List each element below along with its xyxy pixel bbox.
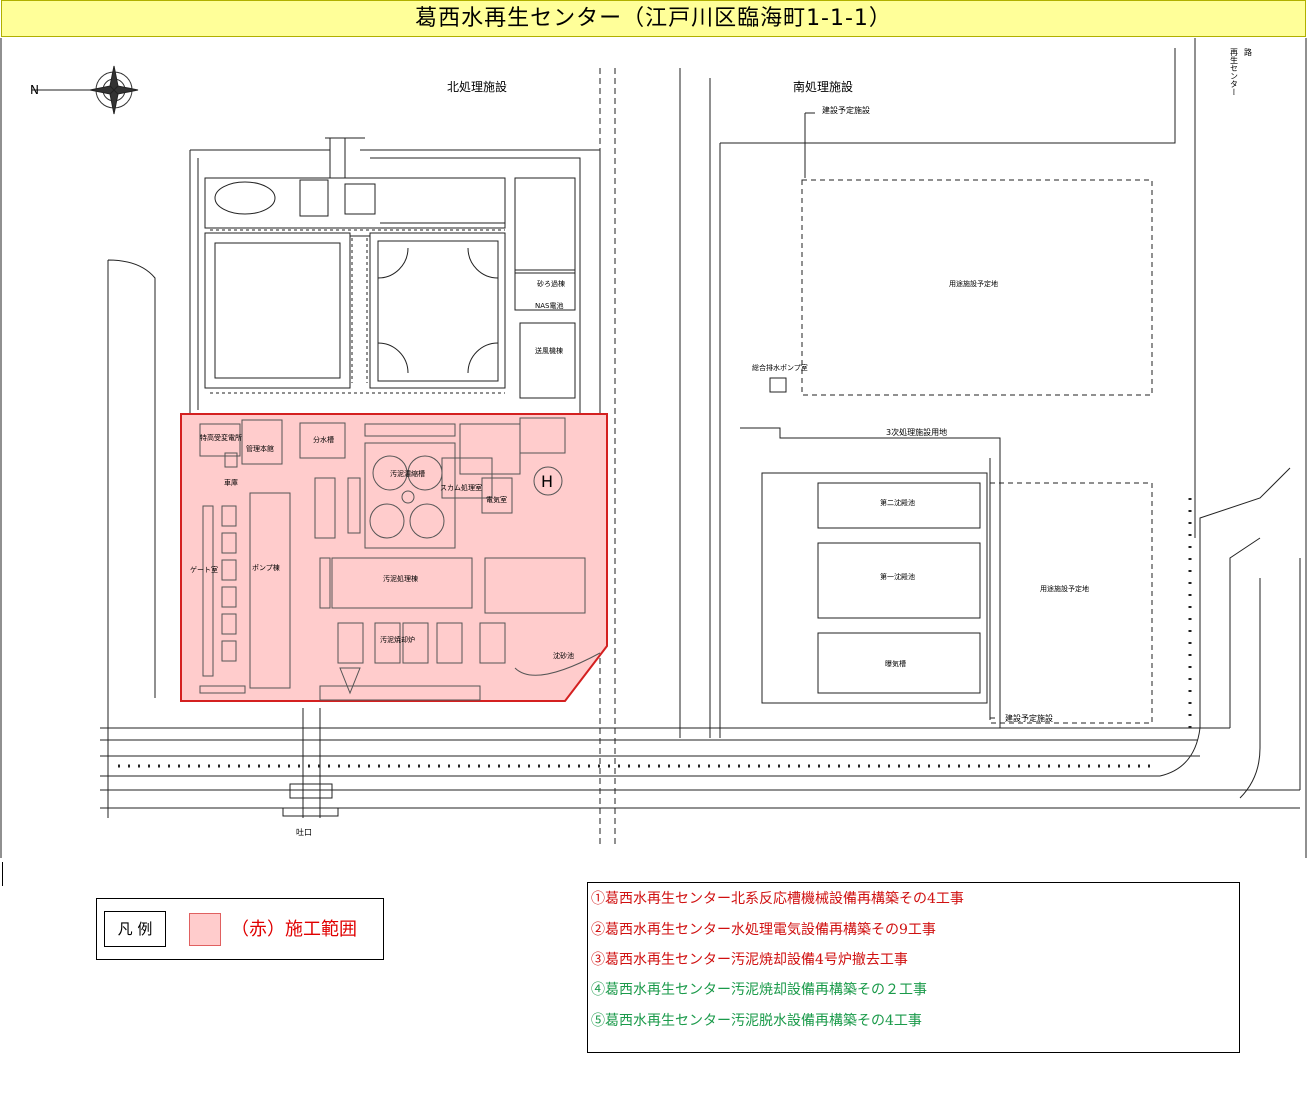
- label-scum: スカム処理室: [440, 483, 482, 492]
- label-first-settling: 第一沈殿池: [880, 572, 915, 581]
- label-tertiary-site: 3次処理施設用地: [886, 427, 947, 437]
- label-blower: 送風機棟: [535, 346, 563, 355]
- label-garage: 車庫: [224, 478, 238, 487]
- compass-rose-icon: [32, 65, 139, 115]
- label-admin: 管理本館: [246, 444, 274, 453]
- label-planned-area-top: 用途施設予定地: [949, 279, 998, 288]
- compass-label: N: [30, 83, 39, 97]
- label-aeration: 曝気槽: [885, 659, 906, 668]
- legend-swatch: [189, 913, 221, 946]
- heliport-icon: H: [541, 472, 553, 491]
- work-item-4: ④葛西水再生センター汚泥焼却設備再構築その２工事: [591, 982, 927, 998]
- work-item-2: ②葛西水再生センター水処理電気設備再構築その9工事: [591, 922, 936, 938]
- label-incinerator: 汚泥焼却炉: [380, 635, 415, 644]
- legend-title: 凡 例: [104, 911, 166, 947]
- legend-item-label: （赤）施工範囲: [231, 919, 357, 940]
- label-sludge-thickening: 汚泥濃縮槽: [390, 469, 425, 478]
- page-title: 葛西水再生センター（江戸川区臨海町1-1-1）: [1, 0, 1306, 37]
- label-north-facility: 北処理施設: [447, 79, 507, 94]
- label-road-top-right-2: 路: [1244, 47, 1253, 56]
- label-south-facility: 南処理施設: [793, 79, 853, 94]
- label-outlet: 吐口: [296, 828, 312, 837]
- work-item-1: ①葛西水再生センター北系反応槽機械設備再構築その4工事: [591, 891, 964, 907]
- label-nas: NAS電池: [535, 301, 563, 310]
- label-misc: 沈砂池: [553, 651, 574, 660]
- label-planned-area-bottom: 用途施設予定地: [1040, 584, 1089, 593]
- label-combined-pump: 総合排水ポンプ室: [752, 363, 808, 372]
- label-planned-facility-top: 建設予定施設: [822, 105, 870, 115]
- label-road-top-right: 再生センター: [1230, 48, 1239, 96]
- label-distribution: 分水槽: [313, 435, 334, 444]
- work-item-5: ⑤葛西水再生センター汚泥脱水設備再構築その4工事: [591, 1013, 922, 1029]
- legend: 凡 例 （赤）施工範囲: [96, 898, 384, 960]
- frame-mark: [2, 862, 3, 886]
- label-filtration: 砂ろ過棟: [537, 279, 565, 288]
- label-special-substation: 特高受変電所: [200, 433, 242, 442]
- label-electric: 電気室: [486, 495, 507, 504]
- works-list: ①葛西水再生センター北系反応槽機械設備再構築その4工事 ②葛西水再生センター水処…: [587, 882, 1240, 1053]
- label-gate: ゲート室: [190, 565, 218, 574]
- work-item-3: ③葛西水再生センター汚泥焼却設備4号炉撤去工事: [591, 952, 908, 968]
- label-second-settling: 第二沈殿池: [880, 498, 915, 507]
- site-map: N 北処理施設 南処理施設 建設予定施設 用途施設予定地 3次処理施設用地 総合…: [0, 38, 1307, 858]
- label-sludge-treatment: 汚泥処理棟: [383, 574, 418, 583]
- label-pump: ポンプ棟: [252, 563, 280, 572]
- label-planned-facility-bottom: 建設予定施設: [1005, 713, 1053, 723]
